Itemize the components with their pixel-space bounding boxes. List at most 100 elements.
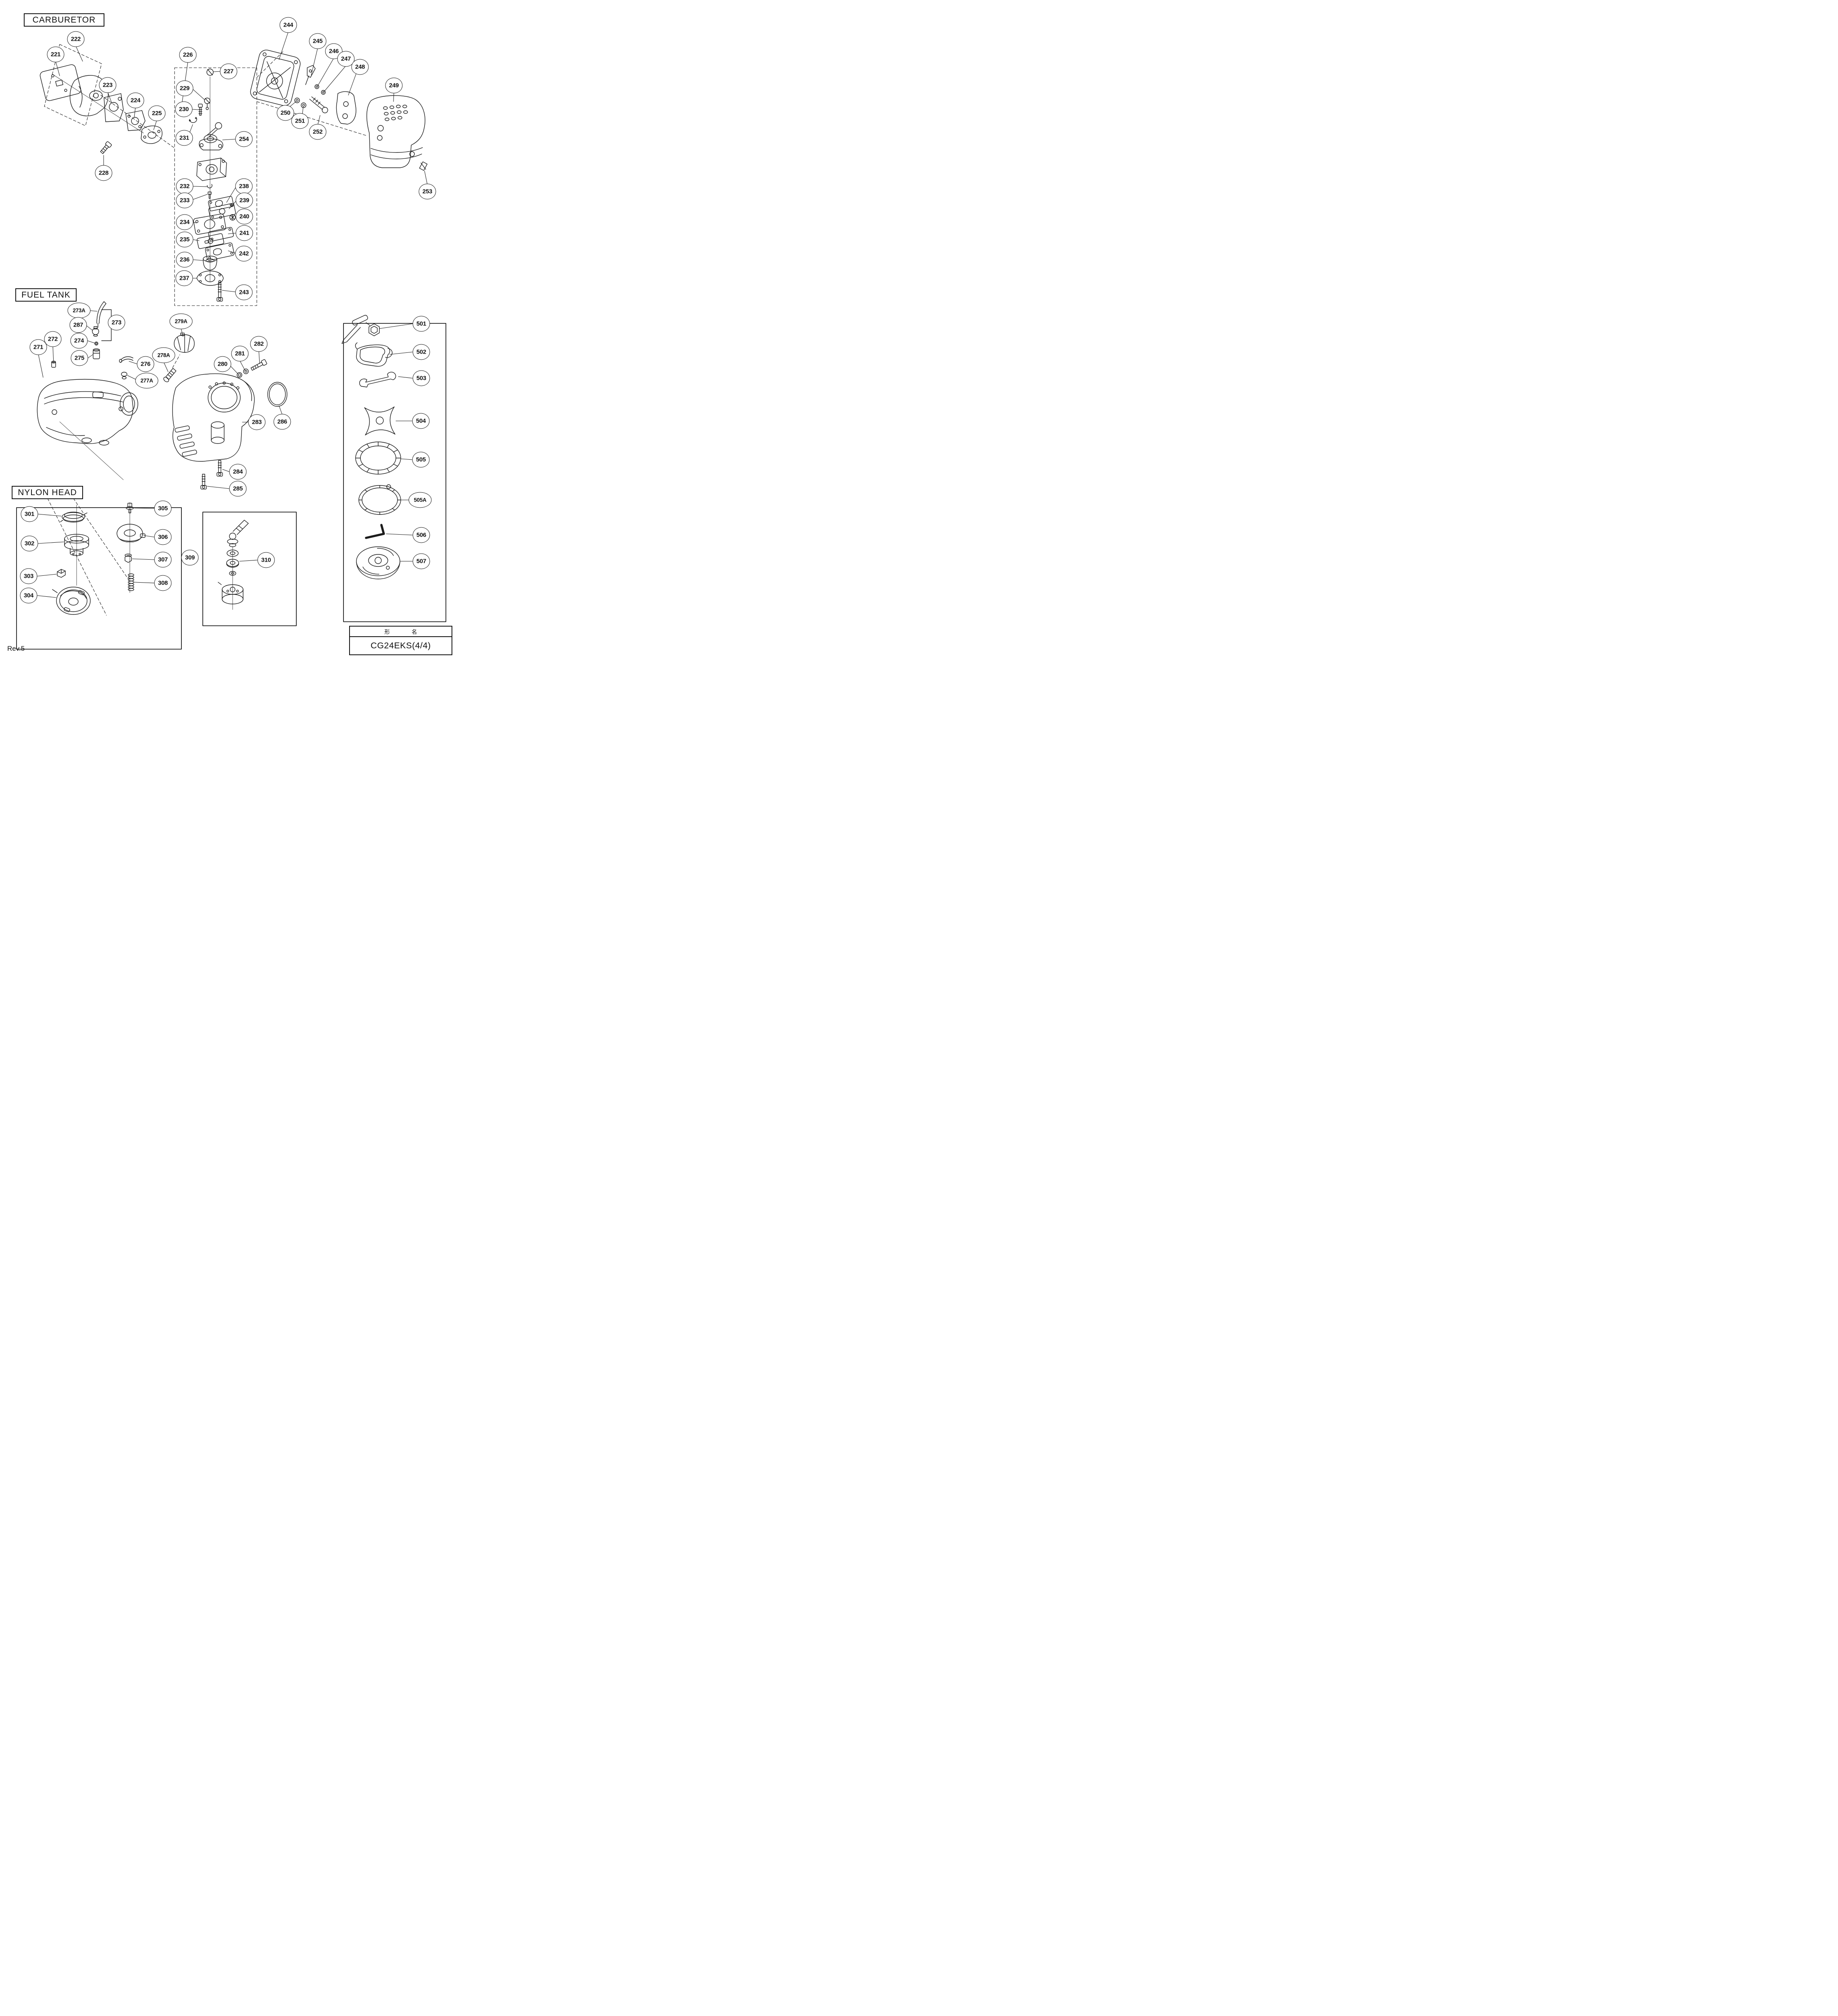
- engine-cover-283-sketch: [172, 373, 255, 462]
- callout-238: 238: [235, 178, 253, 194]
- model-number: CG24EKS(4/4): [371, 641, 431, 650]
- callout-287: 287: [69, 317, 87, 333]
- blade-504-sketch: [364, 406, 395, 435]
- callout-283: 283: [248, 414, 266, 430]
- hex-key-506-sketch: [365, 524, 385, 539]
- callout-309: 309: [181, 550, 199, 566]
- callout-280: 280: [214, 356, 231, 372]
- screen-240-sketch: [229, 214, 236, 221]
- throttle-assy-254-sketch: [199, 122, 223, 150]
- primer-cup-236-sketch: [203, 256, 217, 271]
- callout-229: 229: [176, 80, 194, 96]
- callout-274: 274: [70, 333, 88, 349]
- goggles-502-sketch: [355, 342, 393, 367]
- muffler-body-sketch: [69, 75, 109, 117]
- accessory-box: [343, 323, 446, 622]
- filter-assy-278a-sketch: [163, 368, 177, 382]
- spring-301-sketch: [60, 512, 87, 523]
- callout-303: 303: [20, 568, 37, 584]
- callout-240: 240: [235, 208, 253, 225]
- callout-310: 310: [257, 552, 275, 568]
- callout-233: 233: [176, 192, 194, 208]
- e-clip-231-sketch: [189, 117, 197, 123]
- callout-304: 304: [20, 587, 37, 604]
- callout-248: 248: [351, 59, 369, 75]
- flange-gasket-sketch: [141, 125, 162, 144]
- pump-body-242-sketch: [205, 242, 235, 261]
- callout-502: 502: [412, 344, 430, 360]
- spool-507-sketch: [356, 546, 400, 579]
- cleaner-cover-249-sketch: [366, 95, 425, 168]
- latch-303-sketch: [57, 569, 66, 578]
- callout-506: 506: [412, 527, 430, 543]
- cleaner-gasket-248-sketch: [336, 91, 356, 125]
- callout-252: 252: [309, 124, 327, 140]
- washers-246-247-sketch: [314, 84, 326, 95]
- part-310-box: [202, 512, 297, 626]
- section-title-fuel-tank: FUEL TANK: [15, 288, 77, 302]
- callout-249: 249: [385, 77, 403, 94]
- callout-275: 275: [71, 350, 88, 366]
- callout-236: 236: [176, 252, 194, 268]
- bolt-305-sketch: [126, 503, 134, 513]
- section-title-nylon-head: NYLON HEAD: [12, 486, 83, 499]
- air-cleaner-case-sketch: [250, 50, 301, 106]
- choke-knob-sketch: [206, 69, 214, 76]
- callout-271: 271: [29, 339, 47, 355]
- callout-243: 243: [235, 284, 253, 300]
- callout-284: 284: [229, 464, 247, 480]
- primer-287-sketch: [92, 326, 99, 337]
- callout-224: 224: [127, 92, 144, 108]
- washers-250-251-sketch: [294, 98, 306, 108]
- fuel-tank-sketch: [37, 379, 138, 446]
- screw-282-sketch: [250, 359, 267, 371]
- clip-253-sketch: [419, 161, 428, 171]
- callout-253: 253: [418, 183, 436, 200]
- callout-277a: 277A: [135, 373, 158, 389]
- callout-251: 251: [291, 113, 309, 129]
- callout-239: 239: [235, 192, 253, 208]
- callout-226: 226: [179, 47, 197, 63]
- diagram-art: [16, 31, 446, 650]
- callout-232: 232: [176, 178, 194, 194]
- head-cover-306-sketch: [117, 524, 146, 542]
- bolt-252-sketch: [309, 96, 328, 113]
- callout-225: 225: [148, 105, 166, 121]
- callout-282: 282: [250, 336, 268, 352]
- nut-274-sketch: [94, 342, 98, 346]
- diaphragm-239-sketch: [208, 203, 236, 220]
- callout-254: 254: [235, 131, 253, 147]
- model-table-header: 形 名: [350, 627, 452, 637]
- callout-301: 301: [21, 506, 38, 522]
- callout-231: 231: [175, 130, 193, 146]
- long-screw-243-sketch: [216, 282, 223, 302]
- callout-230: 230: [175, 101, 193, 117]
- callout-222: 222: [67, 31, 85, 47]
- head-assy-310-sketch: [218, 520, 249, 604]
- exhaust-flange-sketch: [125, 110, 146, 131]
- callout-505: 505: [412, 452, 430, 468]
- guard-505a-sketch: [358, 484, 401, 515]
- callout-237: 237: [175, 270, 193, 286]
- o-ring-286-sketch: [267, 382, 287, 407]
- callout-272: 272: [44, 331, 62, 347]
- muffler-bolt-sketch: [100, 141, 112, 154]
- callout-244: 244: [279, 17, 297, 33]
- callout-302: 302: [21, 535, 38, 552]
- washer-281-sketch: [243, 369, 249, 374]
- callout-503: 503: [412, 370, 430, 386]
- diaphragm-235-sketch: [197, 233, 224, 249]
- callout-250: 250: [277, 105, 294, 121]
- callout-276: 276: [137, 356, 154, 372]
- callout-501: 501: [412, 316, 430, 332]
- spool-302-sketch: [64, 534, 89, 556]
- carb-center-body-sketch: [193, 213, 226, 235]
- model-table-header-mei: 名: [412, 629, 417, 635]
- carb-screw-230-sketch: [198, 104, 203, 116]
- muffler-cover-sketch: [40, 64, 81, 101]
- callout-273: 273: [108, 314, 125, 331]
- callout-504: 504: [412, 413, 430, 429]
- parts-diagram-page: CARBURETOR FUEL TANK NYLON HEAD 221 222 …: [0, 0, 460, 658]
- grommet-277a-sketch: [121, 372, 127, 379]
- callout-278a: 278A: [152, 347, 175, 363]
